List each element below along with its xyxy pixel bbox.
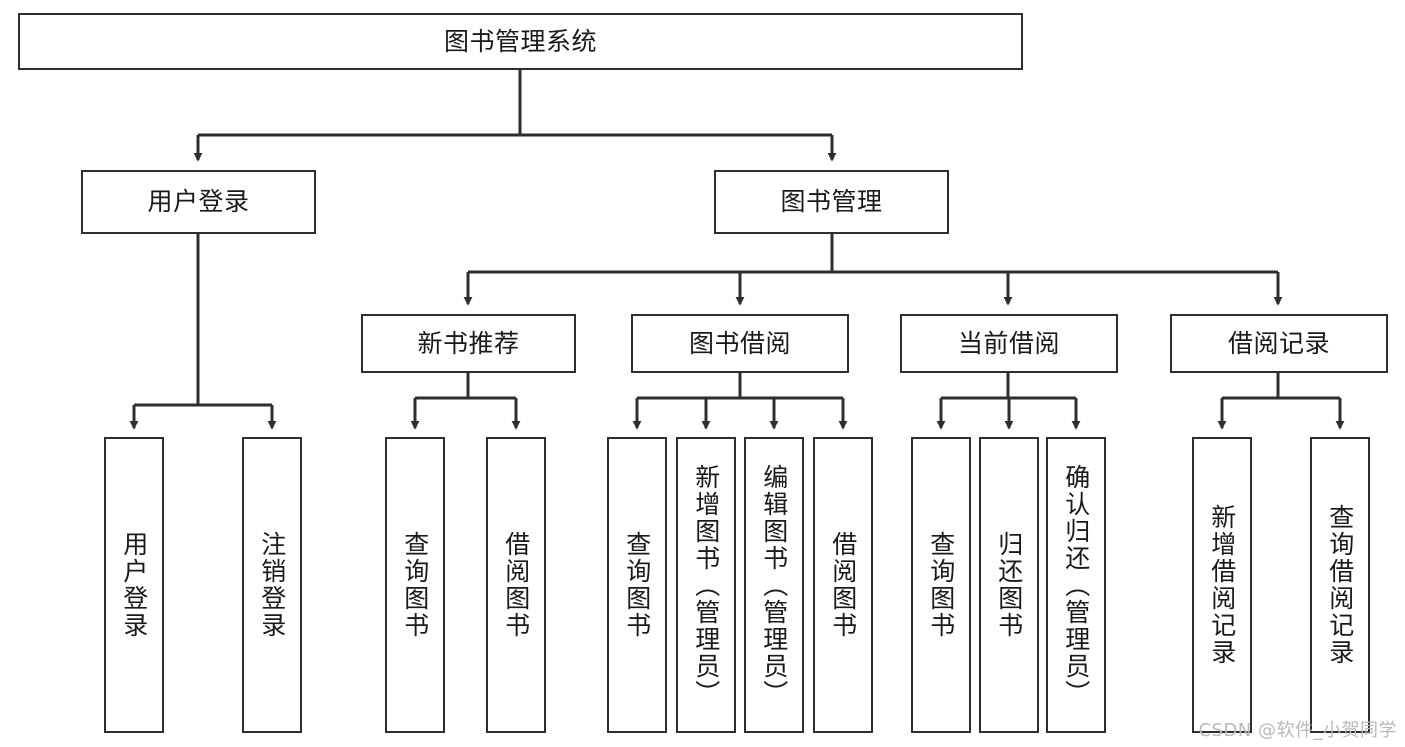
node-current-borrow-label: 当前借阅 bbox=[957, 328, 1060, 358]
node-leaf-current-borrow-1[interactable]: 归还图书 bbox=[979, 437, 1039, 733]
node-borrow-record[interactable]: 借阅记录 bbox=[1170, 314, 1388, 373]
node-leaf-current-borrow-0[interactable]: 查询图书 bbox=[911, 437, 971, 733]
node-leaf-book-borrow-2-label: 编辑图书（管理员） bbox=[759, 463, 789, 707]
node-leaf-book-borrow-1[interactable]: 新增图书（管理员） bbox=[676, 437, 736, 733]
node-leaf-book-borrow-3-label: 借阅图书 bbox=[828, 531, 858, 639]
node-leaf-new-book-0[interactable]: 查询图书 bbox=[385, 437, 445, 733]
node-leaf-new-book-1[interactable]: 借阅图书 bbox=[486, 437, 546, 733]
node-leaf-book-borrow-2[interactable]: 编辑图书（管理员） bbox=[744, 437, 804, 733]
node-root-system-label: 图书管理系统 bbox=[443, 26, 597, 56]
node-leaf-book-borrow-3[interactable]: 借阅图书 bbox=[813, 437, 873, 733]
node-borrow-record-label: 借阅记录 bbox=[1227, 328, 1330, 358]
node-user-login-label: 用户登录 bbox=[147, 187, 250, 217]
node-new-book-recommend-label: 新书推荐 bbox=[417, 328, 520, 358]
node-leaf-borrow-record-1[interactable]: 查询借阅记录 bbox=[1310, 437, 1370, 733]
node-new-book-recommend[interactable]: 新书推荐 bbox=[361, 314, 576, 373]
node-leaf-current-borrow-2-label: 确认归还（管理员） bbox=[1061, 463, 1091, 707]
node-leaf-user-login-0-label: 用户登录 bbox=[119, 531, 149, 639]
node-current-borrow[interactable]: 当前借阅 bbox=[900, 314, 1118, 373]
node-leaf-borrow-record-0[interactable]: 新增借阅记录 bbox=[1192, 437, 1252, 733]
node-leaf-new-book-0-label: 查询图书 bbox=[400, 531, 430, 639]
node-leaf-book-borrow-1-label: 新增图书（管理员） bbox=[691, 463, 721, 707]
node-leaf-current-borrow-0-label: 查询图书 bbox=[926, 531, 956, 639]
node-leaf-user-login-1[interactable]: 注销登录 bbox=[242, 437, 302, 733]
node-leaf-user-login-0[interactable]: 用户登录 bbox=[104, 437, 164, 733]
node-user-login[interactable]: 用户登录 bbox=[81, 170, 316, 234]
node-book-borrow[interactable]: 图书借阅 bbox=[631, 314, 849, 373]
node-root-system[interactable]: 图书管理系统 bbox=[18, 13, 1023, 70]
node-book-management[interactable]: 图书管理 bbox=[714, 170, 949, 234]
node-leaf-current-borrow-2[interactable]: 确认归还（管理员） bbox=[1046, 437, 1106, 733]
node-book-borrow-label: 图书借阅 bbox=[688, 328, 791, 358]
node-leaf-user-login-1-label: 注销登录 bbox=[257, 531, 287, 639]
node-book-management-label: 图书管理 bbox=[780, 187, 883, 217]
csdn-watermark: CSDN @软件_小贺同学 bbox=[1198, 720, 1397, 741]
node-leaf-new-book-1-label: 借阅图书 bbox=[501, 531, 531, 639]
node-leaf-book-borrow-0[interactable]: 查询图书 bbox=[607, 437, 667, 733]
node-leaf-borrow-record-1-label: 查询借阅记录 bbox=[1325, 504, 1355, 666]
node-leaf-current-borrow-1-label: 归还图书 bbox=[994, 531, 1024, 639]
node-leaf-book-borrow-0-label: 查询图书 bbox=[622, 531, 652, 639]
node-leaf-borrow-record-0-label: 新增借阅记录 bbox=[1207, 504, 1237, 666]
